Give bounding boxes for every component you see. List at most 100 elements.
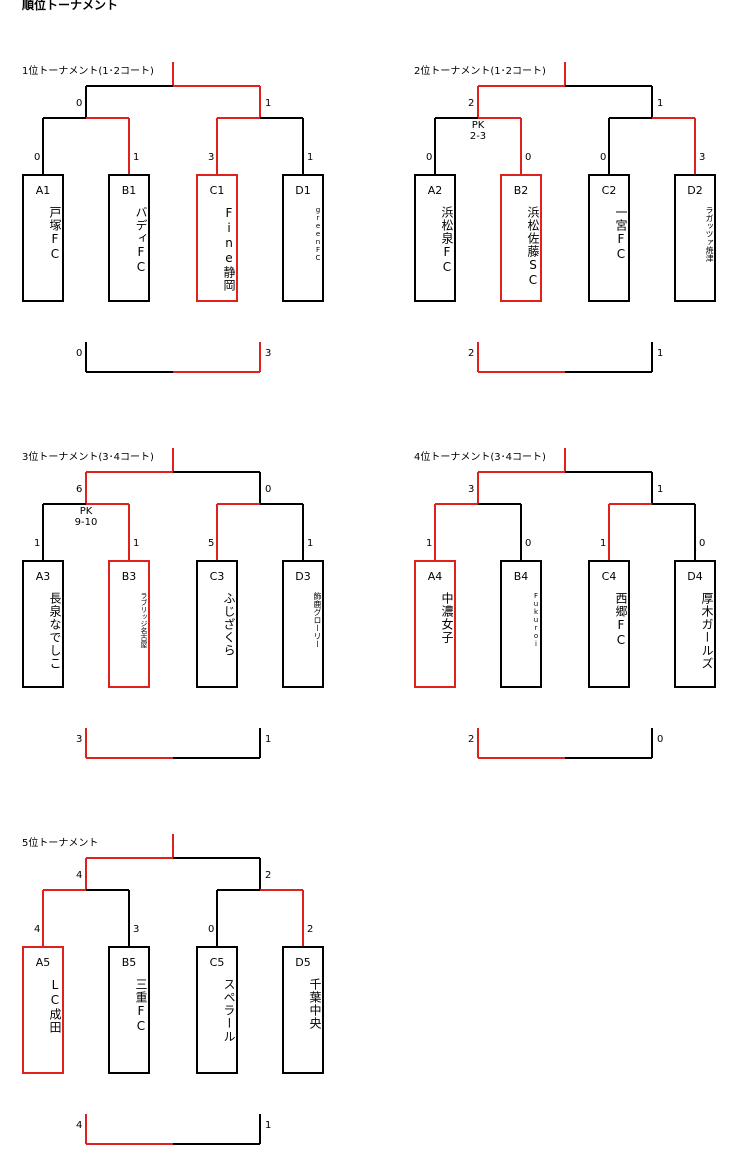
bottom-score-right: 3 [265,348,272,359]
round1-score: 1 [426,538,433,549]
round1-score: 1 [133,152,140,163]
team-box: D1 greenFC [282,174,324,302]
team-box: B2 浜松佐藤SC [500,174,542,302]
bottom-score-right: 1 [657,348,664,359]
team-name: ラガッツァ焼津 [705,206,714,262]
bottom-score-left: 2 [468,734,475,745]
team-name: 厚木ガールズ [700,592,714,670]
team-name: Fine静岡 [222,206,236,292]
round1-score: 5 [208,538,215,549]
round1-score: 0 [34,152,41,163]
bottom-score-left: 4 [76,1120,83,1131]
team-seed: D1 [295,184,311,197]
semi-score-right: 1 [657,98,664,109]
bottom-score-left: 0 [76,348,83,359]
team-box: D4 厚木ガールズ [674,560,716,688]
semi-score-right: 1 [657,484,664,495]
bracket-lines [42,834,304,1145]
tournament-title: 2位トーナメント(1･2コート) [414,66,546,77]
round1-score: 3 [133,924,140,935]
team-name: 飾鹿グローリー [313,592,322,648]
team-box: A2 浜松泉FC [414,174,456,302]
team-box: A3 長泉なでしこ [22,560,64,688]
round1-score: 1 [133,538,140,549]
team-seed: D3 [295,570,311,583]
bracket-lines [434,62,696,373]
team-name: LC成田 [48,978,62,1034]
team-seed: A4 [427,570,443,583]
team-name: 浜松泉FC [440,206,454,275]
team-box: C3 ふじざくら [196,560,238,688]
team-name: ふじざくら [222,592,236,657]
team-box: A4 中濃女子 [414,560,456,688]
round1-score: 4 [34,924,41,935]
team-name: 一宮FC [614,206,628,262]
team-seed: B4 [513,570,529,583]
team-name: 三重FC [134,978,148,1034]
team-box: C4 西郷FC [588,560,630,688]
team-name: 浜松佐藤SC [526,206,540,288]
semi-score-left: 3 [468,484,475,495]
team-seed: D5 [295,956,311,969]
bottom-score-left: 3 [76,734,83,745]
bottom-score-right: 1 [265,1120,272,1131]
semi-score-left: 6 [76,484,83,495]
bottom-score-right: 1 [265,734,272,745]
team-seed: C3 [209,570,225,583]
team-seed: D4 [687,570,703,583]
semi-score-left: 4 [76,870,83,881]
team-name: 長泉なでしこ [48,592,62,670]
semi-score-left: 0 [76,98,83,109]
team-name: Fukuroi [532,592,540,648]
team-name: ラブリッジ名古屋 [140,592,148,648]
team-seed: C4 [601,570,617,583]
semi-score-right: 2 [265,870,272,881]
team-box: B5 三重FC [108,946,150,1074]
team-name: 千葉中央 [308,978,322,1030]
semi-score-right: 0 [265,484,272,495]
round1-score: 0 [600,152,607,163]
round1-score: 1 [600,538,607,549]
pk-label: PK [471,120,485,131]
bottom-score-left: 2 [468,348,475,359]
team-seed: A2 [427,184,443,197]
team-name: バディFC [134,206,148,275]
team-seed: B2 [513,184,529,197]
tournament-title: 5位トーナメント [22,838,99,849]
team-box: D5 千葉中央 [282,946,324,1074]
team-name: 西郷FC [614,592,628,648]
round1-score: 3 [208,152,215,163]
round1-score: 1 [307,152,314,163]
team-seed: C5 [209,956,225,969]
round1-score: 0 [426,152,433,163]
team-name: 中濃女子 [440,592,454,644]
team-seed: A3 [35,570,51,583]
pk-score: 9-10 [74,517,98,528]
team-seed: D2 [687,184,703,197]
bracket-lines [434,448,696,759]
bottom-score-right: 0 [657,734,664,745]
pk-label: PK [79,506,93,517]
team-seed: C2 [601,184,617,197]
tournament-title: 1位トーナメント(1･2コート) [22,66,154,77]
round1-score: 0 [525,152,532,163]
round1-score: 0 [525,538,532,549]
team-name: greenFC [314,206,322,262]
tournament-title: 3位トーナメント(3･4コート) [22,452,154,463]
round1-score: 3 [699,152,706,163]
team-box: C2 一宮FC [588,174,630,302]
team-seed: B5 [121,956,137,969]
pk-score: 2-3 [469,131,487,142]
